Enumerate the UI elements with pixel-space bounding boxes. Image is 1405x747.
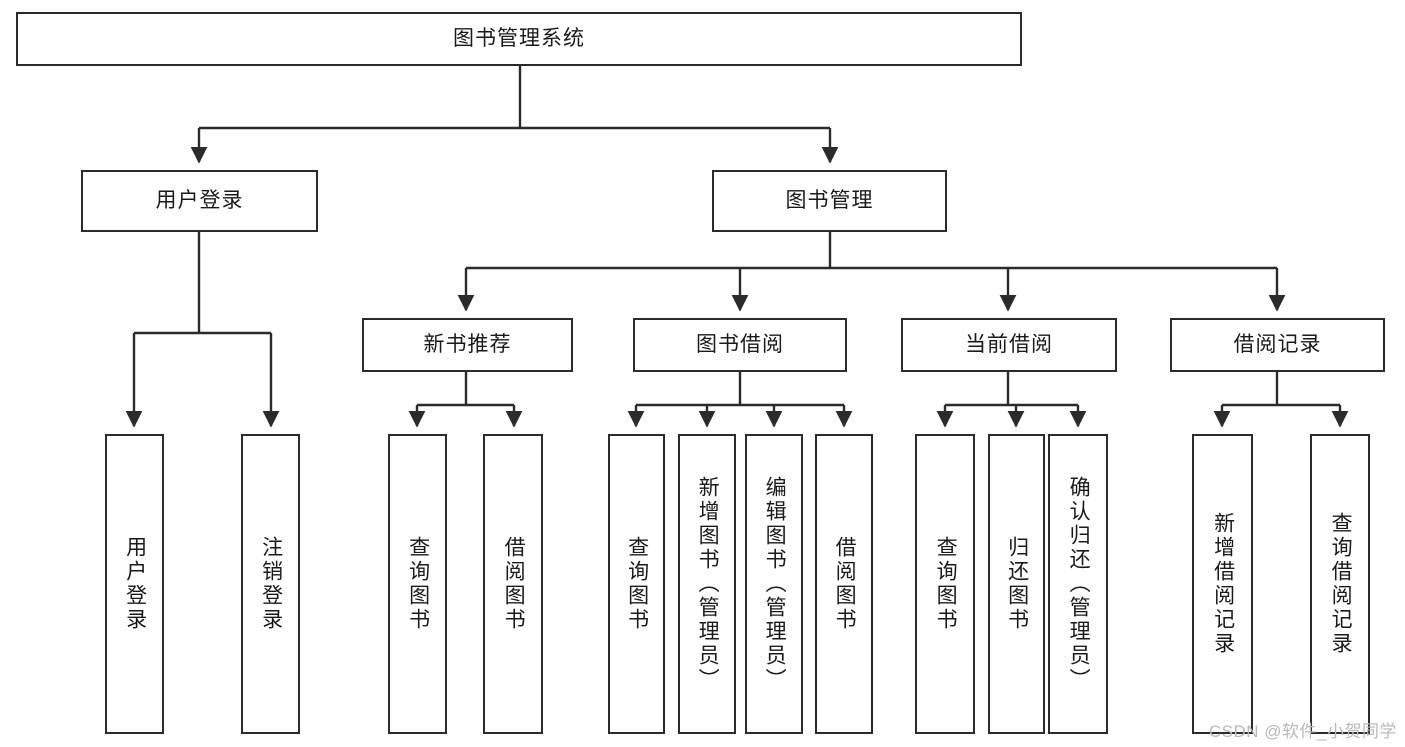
node-label: 查询图书 — [406, 536, 430, 632]
leaf-node[interactable]: 归还图书 — [988, 434, 1045, 734]
node-root[interactable]: 图书管理系统 — [16, 12, 1022, 66]
leaf-node[interactable]: 注销登录 — [241, 434, 300, 734]
node-level3-borrow-record[interactable]: 借阅记录 — [1170, 318, 1385, 372]
leaf-node[interactable]: 查询图书 — [388, 434, 447, 734]
watermark: CSDN @软件_小贺同学 — [1208, 722, 1397, 741]
node-label: 图书管理系统 — [453, 27, 585, 51]
node-level3-current-borrow[interactable]: 当前借阅 — [901, 318, 1117, 372]
leaf-node[interactable]: 用户登录 — [105, 434, 164, 734]
node-label: 新书推荐 — [423, 333, 512, 357]
node-label: 查询图书 — [934, 536, 958, 632]
node-label: 借阅图书 — [502, 536, 526, 632]
node-label: 注销登录 — [259, 536, 283, 632]
leaf-node[interactable]: 借阅图书 — [483, 434, 543, 734]
node-label: 图书管理 — [785, 189, 874, 213]
leaf-node[interactable]: 查询借阅记录 — [1310, 434, 1370, 734]
node-label: 用户登录 — [155, 189, 244, 213]
leaf-node[interactable]: 编辑图书（管理员） — [745, 434, 803, 734]
leaf-node[interactable]: 确认归还（管理员） — [1048, 434, 1108, 734]
node-label: 新增图书（管理员） — [696, 476, 720, 692]
leaf-node[interactable]: 新增图书（管理员） — [678, 434, 736, 734]
node-label: 新增借阅记录 — [1211, 512, 1235, 656]
node-label: 查询借阅记录 — [1329, 512, 1353, 656]
node-label: 借阅图书 — [833, 536, 857, 632]
node-level3-new-book-recommend[interactable]: 新书推荐 — [362, 318, 573, 372]
node-label: 归还图书 — [1005, 536, 1029, 632]
node-label: 借阅记录 — [1233, 333, 1322, 357]
node-level2-book-management[interactable]: 图书管理 — [712, 170, 947, 232]
node-label: 查询图书 — [625, 536, 649, 632]
leaf-node[interactable]: 新增借阅记录 — [1192, 434, 1253, 734]
node-level3-book-borrow[interactable]: 图书借阅 — [633, 318, 847, 372]
node-label: 确认归还（管理员） — [1067, 476, 1091, 692]
node-label: 用户登录 — [123, 536, 147, 632]
leaf-node[interactable]: 查询图书 — [915, 434, 975, 734]
node-level2-user-login[interactable]: 用户登录 — [81, 170, 318, 232]
node-label: 图书借阅 — [696, 333, 784, 357]
node-label: 当前借阅 — [965, 333, 1053, 357]
leaf-node[interactable]: 借阅图书 — [815, 434, 873, 734]
leaf-node[interactable]: 查询图书 — [608, 434, 665, 734]
node-label: 编辑图书（管理员） — [763, 476, 787, 692]
